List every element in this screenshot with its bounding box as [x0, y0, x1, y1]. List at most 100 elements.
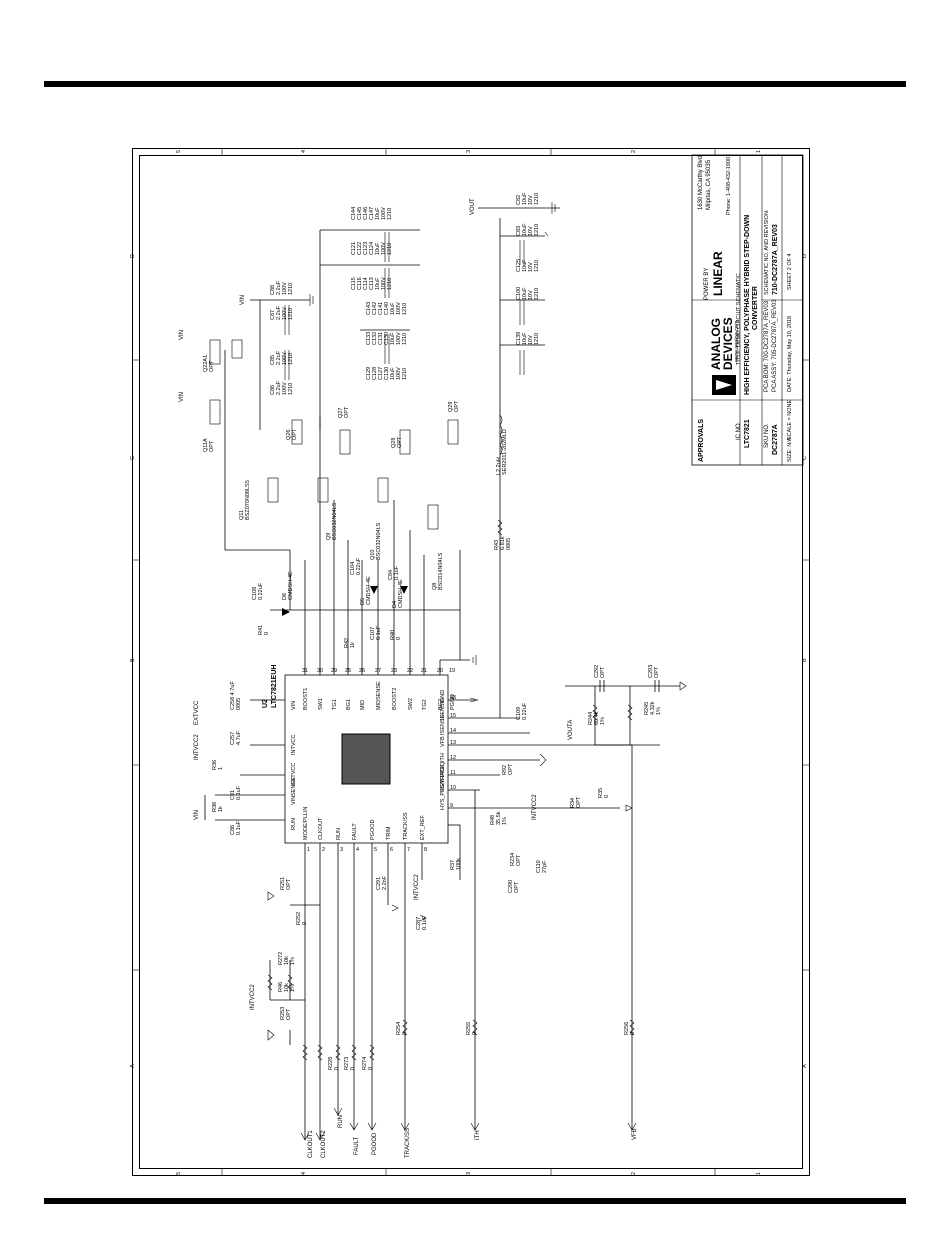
component-label-r37: R37 [450, 860, 456, 870]
ic-pin-name: BG1 [346, 699, 352, 710]
component-label-cbank1: C128 [372, 367, 378, 380]
ic-pin-number: 11 [450, 770, 456, 776]
component-label-c108: 0.22uF [258, 582, 264, 600]
component-label-cbank2: 10uF [390, 332, 396, 345]
page-footer-rule [44, 1198, 906, 1204]
ic-pin-name: EXT_REF [420, 815, 426, 840]
component-label-q29: OPT [454, 400, 460, 412]
component-label-cout2: 10V [528, 290, 534, 300]
component-label-q26: Q26 [286, 430, 292, 440]
zone-number: 2 [631, 1172, 637, 1175]
net-clkout1: CLKOUT1 [308, 1130, 314, 1158]
connector-arrows [300, 1107, 637, 1141]
component-label-c87: 100V [282, 307, 288, 320]
net-vin-2: VIN [179, 330, 185, 340]
component-label-cbank6: C144 [351, 207, 357, 220]
ic-pin-name: VFB [440, 736, 446, 747]
ic-pin-name: EXTVCC [291, 763, 297, 785]
border-ticks [132, 148, 810, 1176]
ic-pin-name: GND [440, 690, 446, 702]
component-label-q10: BSC032N04LS [376, 522, 382, 560]
component-label-cout1: 10V [528, 335, 534, 345]
component-label-r228: 0 [334, 1067, 340, 1070]
ic-pin-number: 6 [390, 847, 393, 853]
component-label-cbank3: C142 [372, 302, 378, 315]
component-label-cout2: 10uF [522, 287, 528, 300]
zone-letter: C [130, 456, 136, 460]
component-label-cbank4: 1210 [387, 278, 393, 290]
component-label-cout1: 1210 [534, 333, 540, 345]
component-label-r48: 1% [502, 817, 508, 825]
ic-no-label: IC NO. [736, 421, 742, 440]
component-label-c86: 0.1uF [236, 820, 242, 835]
component-label-cbank5: C124 [369, 242, 375, 255]
net-trackss: TRACK/SS [405, 1128, 411, 1158]
ic-pin-name: ISENSE+ [440, 697, 446, 720]
component-label-cbank1: 1210 [402, 368, 408, 380]
component-label-q8: Q8 [432, 583, 438, 590]
component-label-cout3: 10uF [522, 259, 528, 272]
component-label-q9: Q9 [326, 533, 332, 540]
component-label-r46: 1% [290, 984, 296, 992]
component-label-cbank4: C116 [357, 277, 363, 290]
component-label-cout2: 1210 [534, 288, 540, 300]
component-label-r34: OPT [576, 796, 582, 808]
ic-pin-number: 4 [356, 847, 359, 853]
component-label-cout1: C139 [516, 332, 522, 345]
component-label-c293: OPT [654, 666, 660, 678]
component-label-c84: 0.1uF [394, 565, 400, 580]
component-label-c86b: C86 [270, 385, 276, 395]
component-label-q22a1: Q22A1 [203, 355, 209, 372]
zone-number: 4 [301, 1172, 307, 1175]
ic-pin-number: 1 [307, 847, 310, 853]
component-label-c88: 2.2uF [276, 280, 282, 295]
component-label-r42: R42 [344, 638, 350, 648]
component-label-r244: 1% [600, 717, 606, 725]
component-label-r43: 0805 [506, 538, 512, 550]
component-label-r255: R255 [466, 1022, 472, 1035]
component-label-cbank6: 1210 [387, 208, 393, 220]
component-label-c104: 0.22uF [356, 557, 362, 575]
component-label-c287: 0.1uF [422, 915, 428, 930]
component-label-r228: R228 [328, 1057, 334, 1070]
component-label-d6: CMDSH-4E [288, 571, 294, 600]
component-label-cout3: 1210 [534, 260, 540, 272]
component-label-c87: 2.2uF [276, 305, 282, 320]
ic-pin-name: MID [360, 700, 366, 710]
component-label-c85: 1210 [288, 353, 294, 365]
component-label-d6: D6 [282, 593, 288, 600]
component-label-cout4: 10uF [522, 223, 528, 236]
ic-pin-number: 9 [450, 803, 453, 809]
component-label-r46: 10k [284, 983, 290, 992]
component-label-cbank6: C147 [369, 207, 375, 220]
pca-assy: PCA ASSY: 705-DC2787A_REV03 [772, 299, 778, 392]
component-label-cbank5: C121 [351, 242, 357, 255]
component-label-c290: OPT [514, 881, 520, 893]
ic-pin-number: 10 [450, 785, 456, 791]
component-label-q11a: OPT [209, 440, 215, 452]
component-label-r43: 6.81k [500, 536, 506, 550]
ic-pin-number: 13 [450, 740, 456, 746]
zone-number: 1 [756, 150, 762, 153]
component-label-c86: C86 [230, 825, 236, 835]
ic-pin-name: TG1 [332, 699, 338, 710]
component-label-r274: R274 [362, 1057, 368, 1070]
size: SIZE: N/A [787, 437, 793, 462]
component-label-r38: R38 [212, 802, 218, 812]
net-vout: VOUT [470, 198, 476, 215]
net-pgood: PGOOD [372, 1132, 378, 1155]
net-vin-4: VIN [194, 810, 200, 820]
capacitor-symbols [284, 232, 525, 380]
component-label-cbank4: C115 [351, 277, 357, 290]
component-label-r251: OPT [286, 878, 292, 890]
component-label-r273: 0 [350, 1067, 356, 1070]
component-label-r34: R34 [570, 798, 576, 808]
component-label-cbank3: 100V [396, 302, 402, 315]
ic-pin-name: VIN [291, 701, 297, 710]
component-label-c85: C85 [270, 355, 276, 365]
sku-value: DC2787A [772, 424, 779, 455]
schematic-inner-frame [139, 155, 803, 1169]
component-label-r256: 0 [630, 1032, 636, 1035]
zone-number: 3 [466, 150, 472, 153]
ic-pin-name: RUN [291, 818, 297, 830]
